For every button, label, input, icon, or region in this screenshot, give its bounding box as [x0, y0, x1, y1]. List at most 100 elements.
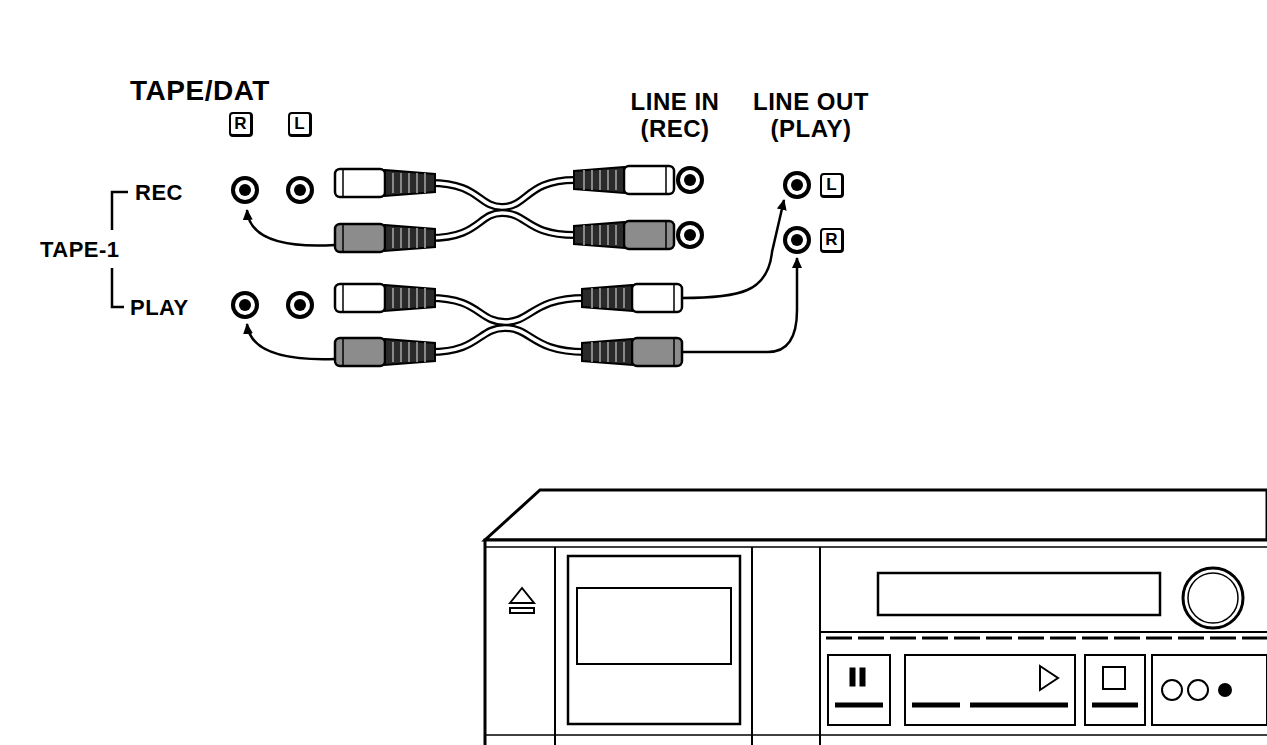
- rca-plug: [392, 228, 394, 248]
- rca-plug: [392, 173, 394, 193]
- jack-socket: [286, 176, 314, 204]
- rca-plug: [335, 224, 385, 252]
- rca-plug: [615, 225, 617, 245]
- rca-plug: [335, 224, 435, 252]
- cassette-deck: [905, 655, 1075, 725]
- rca-plug: [665, 222, 667, 248]
- jack-socket: [294, 299, 306, 311]
- cables: [335, 166, 682, 366]
- rca-plug: [582, 285, 632, 311]
- cassette-deck: [828, 655, 890, 725]
- leader-arrows: [247, 324, 335, 359]
- jack-socket: [680, 225, 700, 245]
- rca-plug: [424, 228, 426, 248]
- selector-bracket: [112, 268, 124, 307]
- cassette-deck: [1085, 655, 1145, 725]
- jack-socket: [684, 174, 696, 186]
- rca-plug: [574, 166, 674, 194]
- rca-plug: [591, 170, 593, 190]
- panel-outline: [598, 12, 980, 405]
- channel-letter: R: [825, 230, 837, 249]
- rca-plug: [607, 225, 609, 245]
- rca-plug: [615, 288, 617, 308]
- cassette-deck: [1040, 666, 1058, 690]
- rca-plug: [599, 342, 601, 362]
- rca-plug: [416, 342, 418, 362]
- rca-plug: [416, 228, 418, 248]
- cassette-deck: [1092, 703, 1138, 708]
- rca-plug: [632, 338, 682, 366]
- jack-socket: [286, 291, 314, 319]
- cassette-deck: [485, 734, 1267, 736]
- panel-heading: LINE OUT (PLAY): [746, 88, 876, 142]
- rca-plug: [607, 288, 609, 308]
- jack-socket: [787, 230, 807, 250]
- jack-socket: [294, 184, 306, 196]
- jack-label: REC: [135, 180, 183, 206]
- cassette-deck: [485, 546, 1267, 548]
- rca-plug: [335, 284, 385, 312]
- cassette-deck: [1188, 680, 1208, 700]
- rca-plug: [342, 170, 344, 196]
- jack-label: TAPE-1: [40, 237, 120, 263]
- cassette-deck: [751, 547, 753, 745]
- rca-plug: [665, 167, 667, 193]
- rca-plug: [385, 339, 435, 365]
- rca-plug: [408, 288, 410, 308]
- cassette-deck: [485, 490, 1267, 745]
- cassette-deck: [1152, 655, 1267, 725]
- callout-panel: LINE IN (REC)LINE OUT (PLAY) L R: [598, 12, 980, 405]
- cassette-deck: [912, 703, 960, 708]
- selector-bracket: [112, 192, 128, 230]
- panel-outline: [18, 15, 398, 408]
- rca-plug: [408, 228, 410, 248]
- rca-plug: [400, 228, 402, 248]
- rca-plug: [615, 342, 617, 362]
- cassette-deck: [850, 668, 855, 686]
- jack-socket: [680, 170, 700, 190]
- jack-socket: [783, 171, 811, 199]
- jack-socket: [239, 299, 251, 311]
- rca-plug: [385, 285, 435, 311]
- jack-socket: [286, 176, 314, 204]
- jack-socket: [290, 180, 310, 200]
- rca-plug: [408, 342, 410, 362]
- rca-plug: [582, 339, 632, 365]
- rca-plug: [342, 225, 344, 251]
- cable: [430, 298, 585, 322]
- panel-heading: LINE IN (REC): [610, 88, 740, 142]
- rca-plug: [574, 221, 674, 249]
- rca-plug: [591, 288, 593, 308]
- jack-socket: [286, 291, 314, 319]
- cassette-deck: [1103, 667, 1125, 689]
- rca-plug: [424, 288, 426, 308]
- rca-plug: [607, 342, 609, 362]
- rca-plug: [591, 342, 593, 362]
- rca-plug: [392, 288, 394, 308]
- jack-socket: [231, 176, 259, 204]
- leader-arrows: [682, 258, 797, 352]
- rca-plug: [424, 173, 426, 193]
- rca-plug: [392, 342, 394, 362]
- rca-plug: [615, 170, 617, 190]
- cable: [430, 180, 575, 207]
- cassette-deck: [970, 703, 1068, 708]
- channel-badge: R: [229, 112, 253, 137]
- jack-socket: [791, 179, 803, 191]
- jack-socket: [791, 234, 803, 246]
- leader-arrows: [247, 200, 797, 359]
- cassette-deck: [510, 608, 534, 613]
- cassette-deck: [819, 547, 821, 745]
- rca-plug: [416, 288, 418, 308]
- rca-plug: [424, 342, 426, 362]
- channel-letter: L: [294, 114, 304, 133]
- rca-plug: [624, 221, 674, 249]
- jack-label: PLAY: [130, 295, 189, 321]
- channel-badge: L: [820, 173, 844, 198]
- panel-outline: [598, 12, 980, 490]
- jack-socket: [676, 166, 704, 194]
- rca-plug: [574, 222, 624, 248]
- rca-plug: [408, 173, 410, 193]
- rca-plug: [591, 225, 593, 245]
